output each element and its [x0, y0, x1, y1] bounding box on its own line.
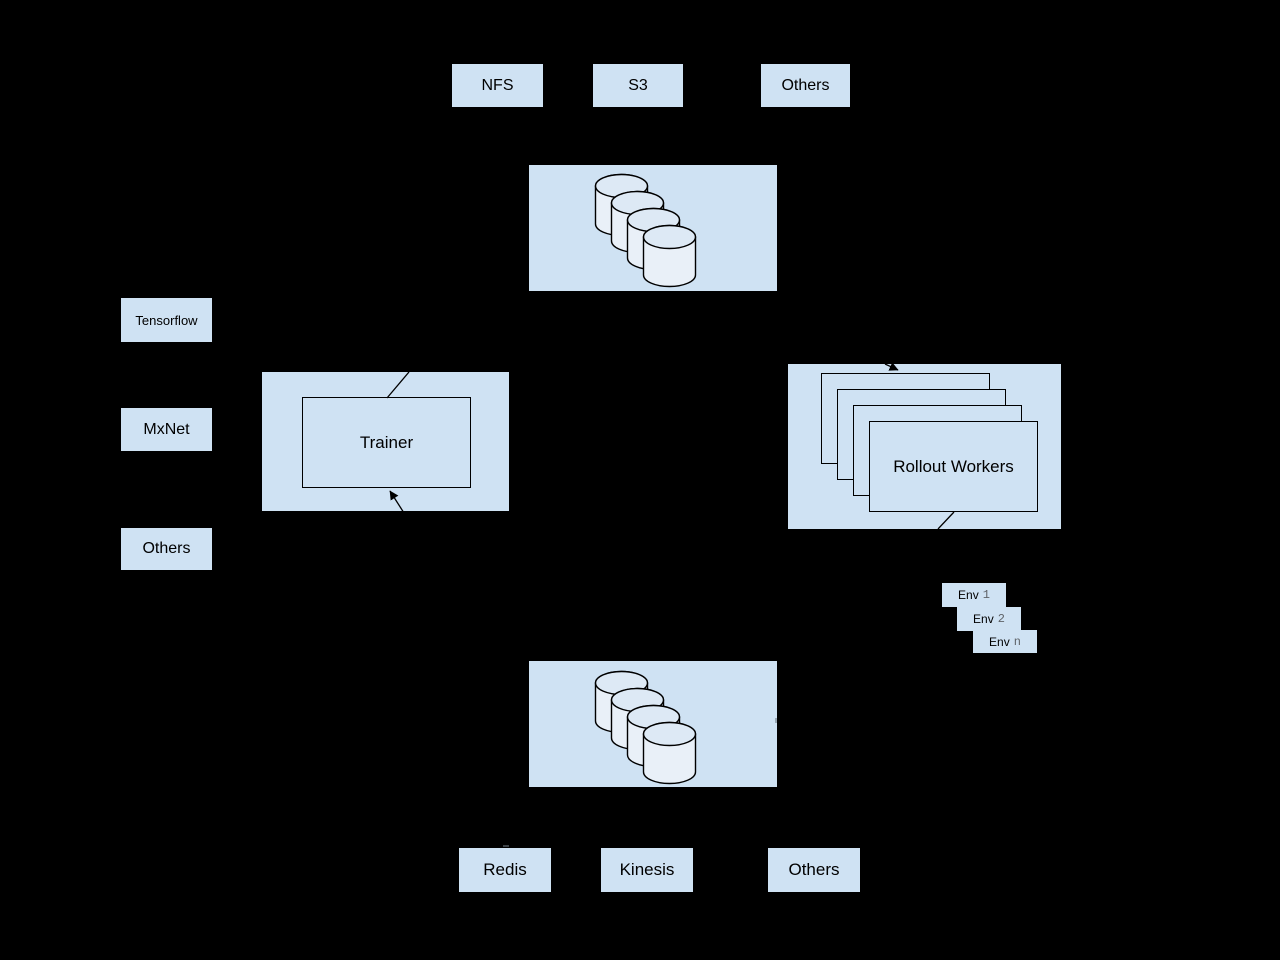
kinesis-label: Kinesis [619, 860, 675, 879]
others-bottom-box: Others [768, 848, 860, 892]
rollout-workers-container: Rollout Workers [788, 364, 1061, 529]
trainer-label: Trainer [359, 432, 414, 452]
env-1-label: Env [958, 588, 979, 602]
env-2-label: Env [973, 612, 994, 626]
top-data-store-box [529, 165, 777, 291]
trainer-container: Trainer [262, 372, 509, 511]
others-top-box: Others [761, 64, 850, 107]
s3-label: S3 [628, 76, 648, 94]
mxnet-label: MxNet [143, 420, 190, 438]
others-frameworks-label: Others [142, 540, 191, 557]
tensorflow-box: Tensorflow [121, 298, 212, 342]
env-1-index: 1 [982, 588, 990, 602]
env-2-index: 2 [997, 612, 1005, 626]
env-1-box: Env 1 [942, 583, 1006, 607]
nfs-box: NFS [452, 64, 543, 107]
trainer-box: Trainer [302, 397, 471, 488]
tensorflow-label: Tensorflow [135, 312, 198, 328]
env-n-box: Env n [973, 630, 1037, 653]
env-2-box: Env 2 [957, 607, 1021, 631]
others-top-label: Others [781, 76, 830, 94]
database-cylinder-icon [642, 224, 697, 288]
redis-label: Redis [483, 860, 527, 879]
bottom-data-store-box [529, 661, 777, 787]
rollout-workers-box: Rollout Workers [869, 421, 1038, 512]
database-cylinder-icon [642, 721, 697, 785]
mxnet-box: MxNet [121, 408, 212, 451]
arrow-tip-fragment [503, 845, 509, 847]
env-n-index: n [1013, 634, 1021, 649]
arrow-tip-fragment [775, 718, 777, 723]
rollout-workers-label: Rollout Workers [893, 456, 1014, 476]
others-frameworks-box: Others [121, 528, 212, 570]
kinesis-box: Kinesis [601, 848, 693, 892]
others-bottom-label: Others [788, 860, 840, 879]
s3-box: S3 [593, 64, 683, 107]
env-n-label: Env [989, 634, 1010, 649]
nfs-label: NFS [481, 76, 514, 94]
redis-box: Redis [459, 848, 551, 892]
